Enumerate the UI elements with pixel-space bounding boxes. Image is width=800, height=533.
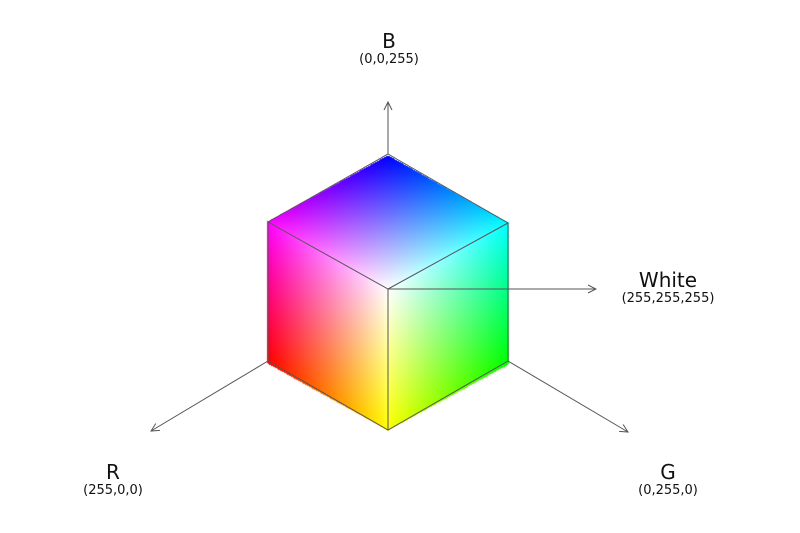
b-axis-value: (0,0,255) bbox=[359, 52, 419, 67]
b-axis-name: B bbox=[382, 29, 396, 53]
white-axis-value: (255,255,255) bbox=[621, 291, 715, 306]
g-axis-name: G bbox=[660, 460, 676, 484]
cube-inner-edges bbox=[267, 221, 509, 290]
white-label: White (255,255,255) bbox=[622, 269, 715, 307]
g-axis-value: (0,255,0) bbox=[638, 483, 698, 498]
b-label: B (0,0,255) bbox=[359, 30, 419, 68]
white-axis-name: White bbox=[638, 268, 698, 292]
r-label: R (255,0,0) bbox=[83, 461, 143, 499]
r-axis-value: (255,0,0) bbox=[83, 483, 143, 498]
g-axis-arrow bbox=[507, 360, 628, 432]
g-label: G (0,255,0) bbox=[638, 461, 698, 499]
r-axis-name: R bbox=[106, 460, 120, 484]
r-axis-arrow bbox=[151, 360, 269, 431]
